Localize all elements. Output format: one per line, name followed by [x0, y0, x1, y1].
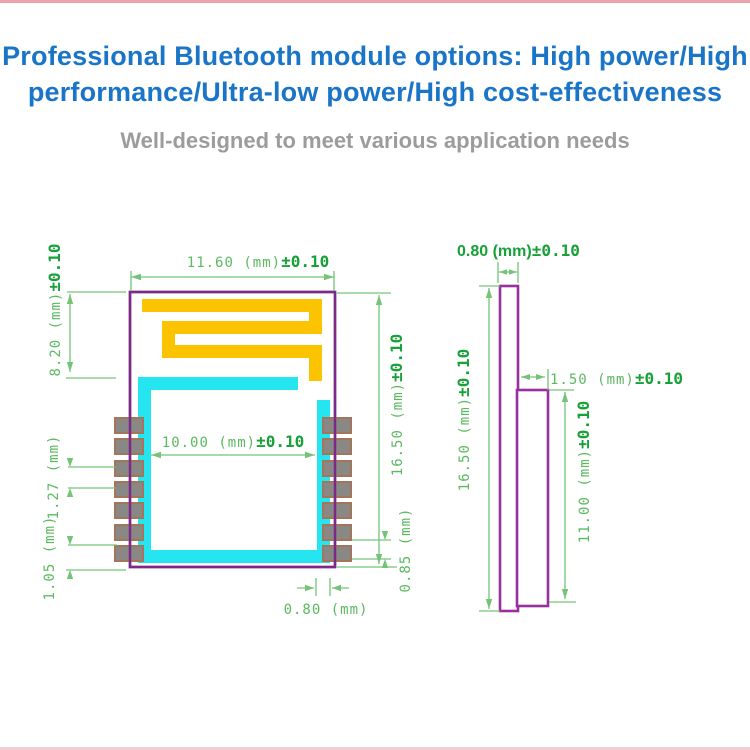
title-line-1: Professional Bluetooth module options: H…: [2, 41, 748, 71]
pad: [322, 438, 352, 455]
pad: [322, 524, 352, 541]
front-dimension-lines: [66, 271, 397, 596]
page-subtitle: Well-designed to meet various applicatio…: [120, 128, 630, 153]
side-height-dimension: 16.50 (mm)±0.10: [454, 349, 473, 491]
shield-height-dimension: 11.00 (mm)±0.10: [574, 401, 593, 543]
module-outline-edge: [128, 290, 337, 569]
front-dimension-arrows: [66, 273, 389, 592]
pcb-side-profile: [498, 284, 520, 613]
front-width-dimension: 11.60 (mm)±0.10: [187, 252, 329, 271]
front-view: 11.60 (mm)±0.10 8.20 (mm)±0.10 16.50 (mm…: [42, 243, 414, 618]
inner-width-dimension: 10.00 (mm)±0.10: [162, 432, 304, 451]
bottom-border-line: [0, 747, 750, 750]
antenna-trace: [142, 299, 322, 381]
pad: [322, 545, 352, 562]
antenna-height-dimension: 8.20 (mm)±0.10: [45, 243, 64, 376]
trace-width-dimension: 0.80 (mm): [284, 602, 369, 618]
pad: [322, 417, 352, 434]
title-line-2: performance/Ultra-low power/High cost-ef…: [27, 77, 723, 107]
bottom-right-dimension: 0.85 (mm): [398, 508, 414, 593]
thickness-dimension: 0.80 (mm)±0.10: [457, 241, 580, 260]
page-title: Professional Bluetooth module options: H…: [0, 38, 750, 110]
bottom-left-dimension: 1.05 (mm): [42, 516, 58, 601]
front-height-dimension: 16.50 (mm)±0.10: [387, 334, 406, 476]
pad: [322, 502, 352, 519]
side-dimension-arrows: [485, 269, 569, 609]
side-view: 0.80 (mm)±0.10 16.50 (mm)±0.10 1.50 (mm)…: [454, 241, 683, 613]
pad: [322, 481, 352, 498]
pad-pitch-dimension: 1.27 (mm): [46, 435, 62, 520]
pad: [322, 460, 352, 477]
shield-side-profile: [515, 388, 550, 608]
shield-width-dimension: 1.50 (mm)±0.10: [550, 369, 683, 388]
top-border-line: [0, 0, 750, 3]
